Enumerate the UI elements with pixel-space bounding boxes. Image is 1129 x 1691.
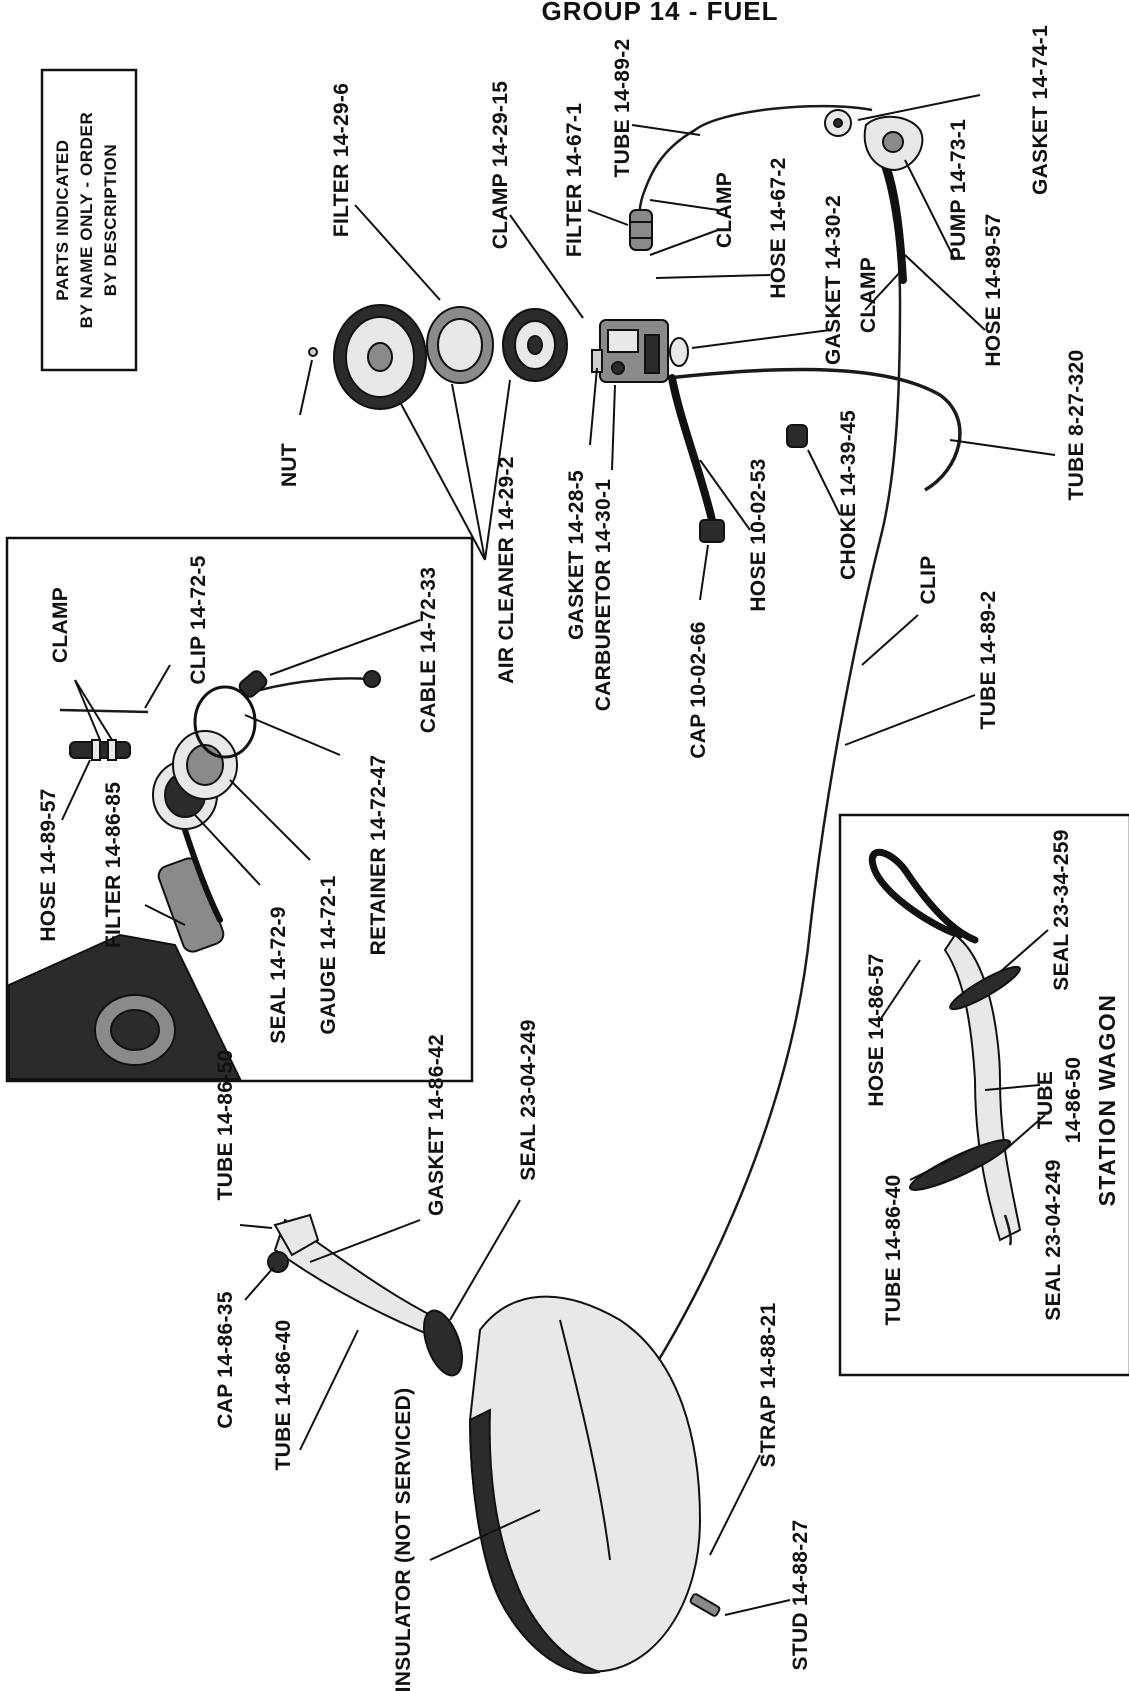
air-filter-element-part [426, 306, 494, 384]
label-tube-14-89-2-mid: TUBE 14-89-2 [977, 591, 1000, 730]
notice-box: PARTS INDICATED BY NAME ONLY - ORDER BY … [40, 68, 138, 372]
label-sw-seal-23-34-259: SEAL 23-34-259 [1050, 829, 1073, 990]
label-gasket-14-74-1: GASKET 14-74-1 [1029, 25, 1052, 195]
fuel-line-tube [618, 159, 902, 1421]
label-seal-14-72-9: SEAL 14-72-9 [267, 906, 290, 1043]
hose-10-02-53 [668, 374, 716, 524]
leader-lines-upper [299, 94, 1056, 746]
label-gasket-14-30-2: GASKET 14-30-2 [822, 195, 845, 365]
label-sw-tube-14-86-40: TUBE 14-86-40 [882, 1175, 905, 1326]
inline-filter-part [629, 209, 653, 251]
pump-hose [878, 151, 907, 284]
label-sw-tube-b: 14-86-50 [1062, 1057, 1085, 1143]
carburetor-part [591, 319, 669, 383]
label-filter-14-29-6: FILTER 14-29-6 [330, 83, 353, 237]
label-gauge-14-72-1: GAUGE 14-72-1 [317, 875, 340, 1034]
label-cap-14-86-35: CAP 14-86-35 [214, 1291, 237, 1428]
station-wagon-caption: STATION WAGON [1094, 994, 1120, 1207]
cap-10-02-66 [699, 519, 725, 543]
label-sw-hose-14-86-57: HOSE 14-86-57 [865, 953, 888, 1106]
label-pump-14-73-1: PUMP 14-73-1 [947, 119, 970, 261]
air-cleaner-base-part [502, 308, 568, 382]
leader-lines-inset [61, 619, 421, 926]
label-gasket-14-28-5: GASKET 14-28-5 [565, 470, 588, 640]
label-filter-14-67-1: FILTER 14-67-1 [563, 103, 586, 257]
station-wagon-box [838, 813, 1129, 1377]
carb-gasket-part [669, 337, 689, 367]
label-filter-14-86-85: FILTER 14-86-85 [102, 782, 125, 948]
label-clamp-upper: CLAMP [713, 172, 736, 248]
pump-gasket-part [824, 109, 852, 137]
notice-line-2: BY NAME ONLY - ORDER [77, 112, 96, 329]
nut-part [308, 347, 318, 357]
label-choke-14-39-45: CHOKE 14-39-45 [837, 410, 860, 580]
label-strap-14-88-21: STRAP 14-88-21 [757, 1303, 780, 1468]
label-gasket-14-86-42: GASKET 14-86-42 [425, 1034, 448, 1216]
label-hose-14-89-57: HOSE 14-89-57 [982, 213, 1005, 366]
label-tube-14-86-40: TUBE 14-86-40 [272, 1320, 295, 1471]
label-retainer-14-72-47: RETAINER 14-72-47 [367, 755, 390, 956]
label-air-cleaner-14-29-2: AIR CLEANER 14-29-2 [495, 456, 518, 683]
label-tube-8-27-320: TUBE 8-27-320 [1065, 350, 1088, 501]
gauge-inset-box [5, 536, 474, 1083]
label-inset-clamp: CLAMP [49, 587, 72, 663]
label-carburetor-14-30-1: CARBURETOR 14-30-1 [592, 479, 615, 712]
label-clip: CLIP [917, 555, 940, 604]
fuel-tank-part [468, 1295, 721, 1675]
label-hose-14-89-57-inset: HOSE 14-89-57 [37, 788, 60, 941]
page-title: GROUP 14 - FUEL [541, 0, 778, 26]
leader-lines-station-wagon [879, 929, 1049, 1181]
leader-lines-tank [239, 1199, 791, 1616]
label-tube-14-86-50: TUBE 14-86-50 [214, 1050, 237, 1201]
label-cable-14-72-33: CABLE 14-72-33 [417, 567, 440, 733]
notice-line-1: PARTS INDICATED [53, 139, 72, 300]
choke-part [786, 424, 808, 448]
label-hose-10-02-53: HOSE 10-02-53 [747, 458, 770, 611]
label-tube-14-89-2-top: TUBE 14-89-2 [611, 39, 634, 178]
label-cap-10-02-66: CAP 10-02-66 [687, 621, 710, 758]
label-hose-14-67-2: HOSE 14-67-2 [767, 157, 790, 298]
label-sw-seal-23-04-249: SEAL 23-04-249 [1042, 1159, 1065, 1320]
label-clamp-pump: CLAMP [857, 257, 880, 333]
tube-8-27-320 [667, 367, 962, 492]
label-clip-14-72-5: CLIP 14-72-5 [187, 555, 210, 684]
label-nut: NUT [278, 443, 301, 487]
fuel-pump-part [863, 115, 924, 172]
label-insulator: INSULATOR (NOT SERVICED) [392, 1388, 415, 1691]
label-clamp-14-29-15: CLAMP 14-29-15 [489, 81, 512, 249]
notice-line-3: BY DESCRIPTION [101, 144, 120, 297]
label-seal-23-04-249: SEAL 23-04-249 [517, 1019, 540, 1180]
air-cleaner-top-part [333, 304, 427, 410]
label-stud-14-88-27: STUD 14-88-27 [789, 1520, 812, 1671]
filler-gasket-part [422, 1309, 464, 1377]
